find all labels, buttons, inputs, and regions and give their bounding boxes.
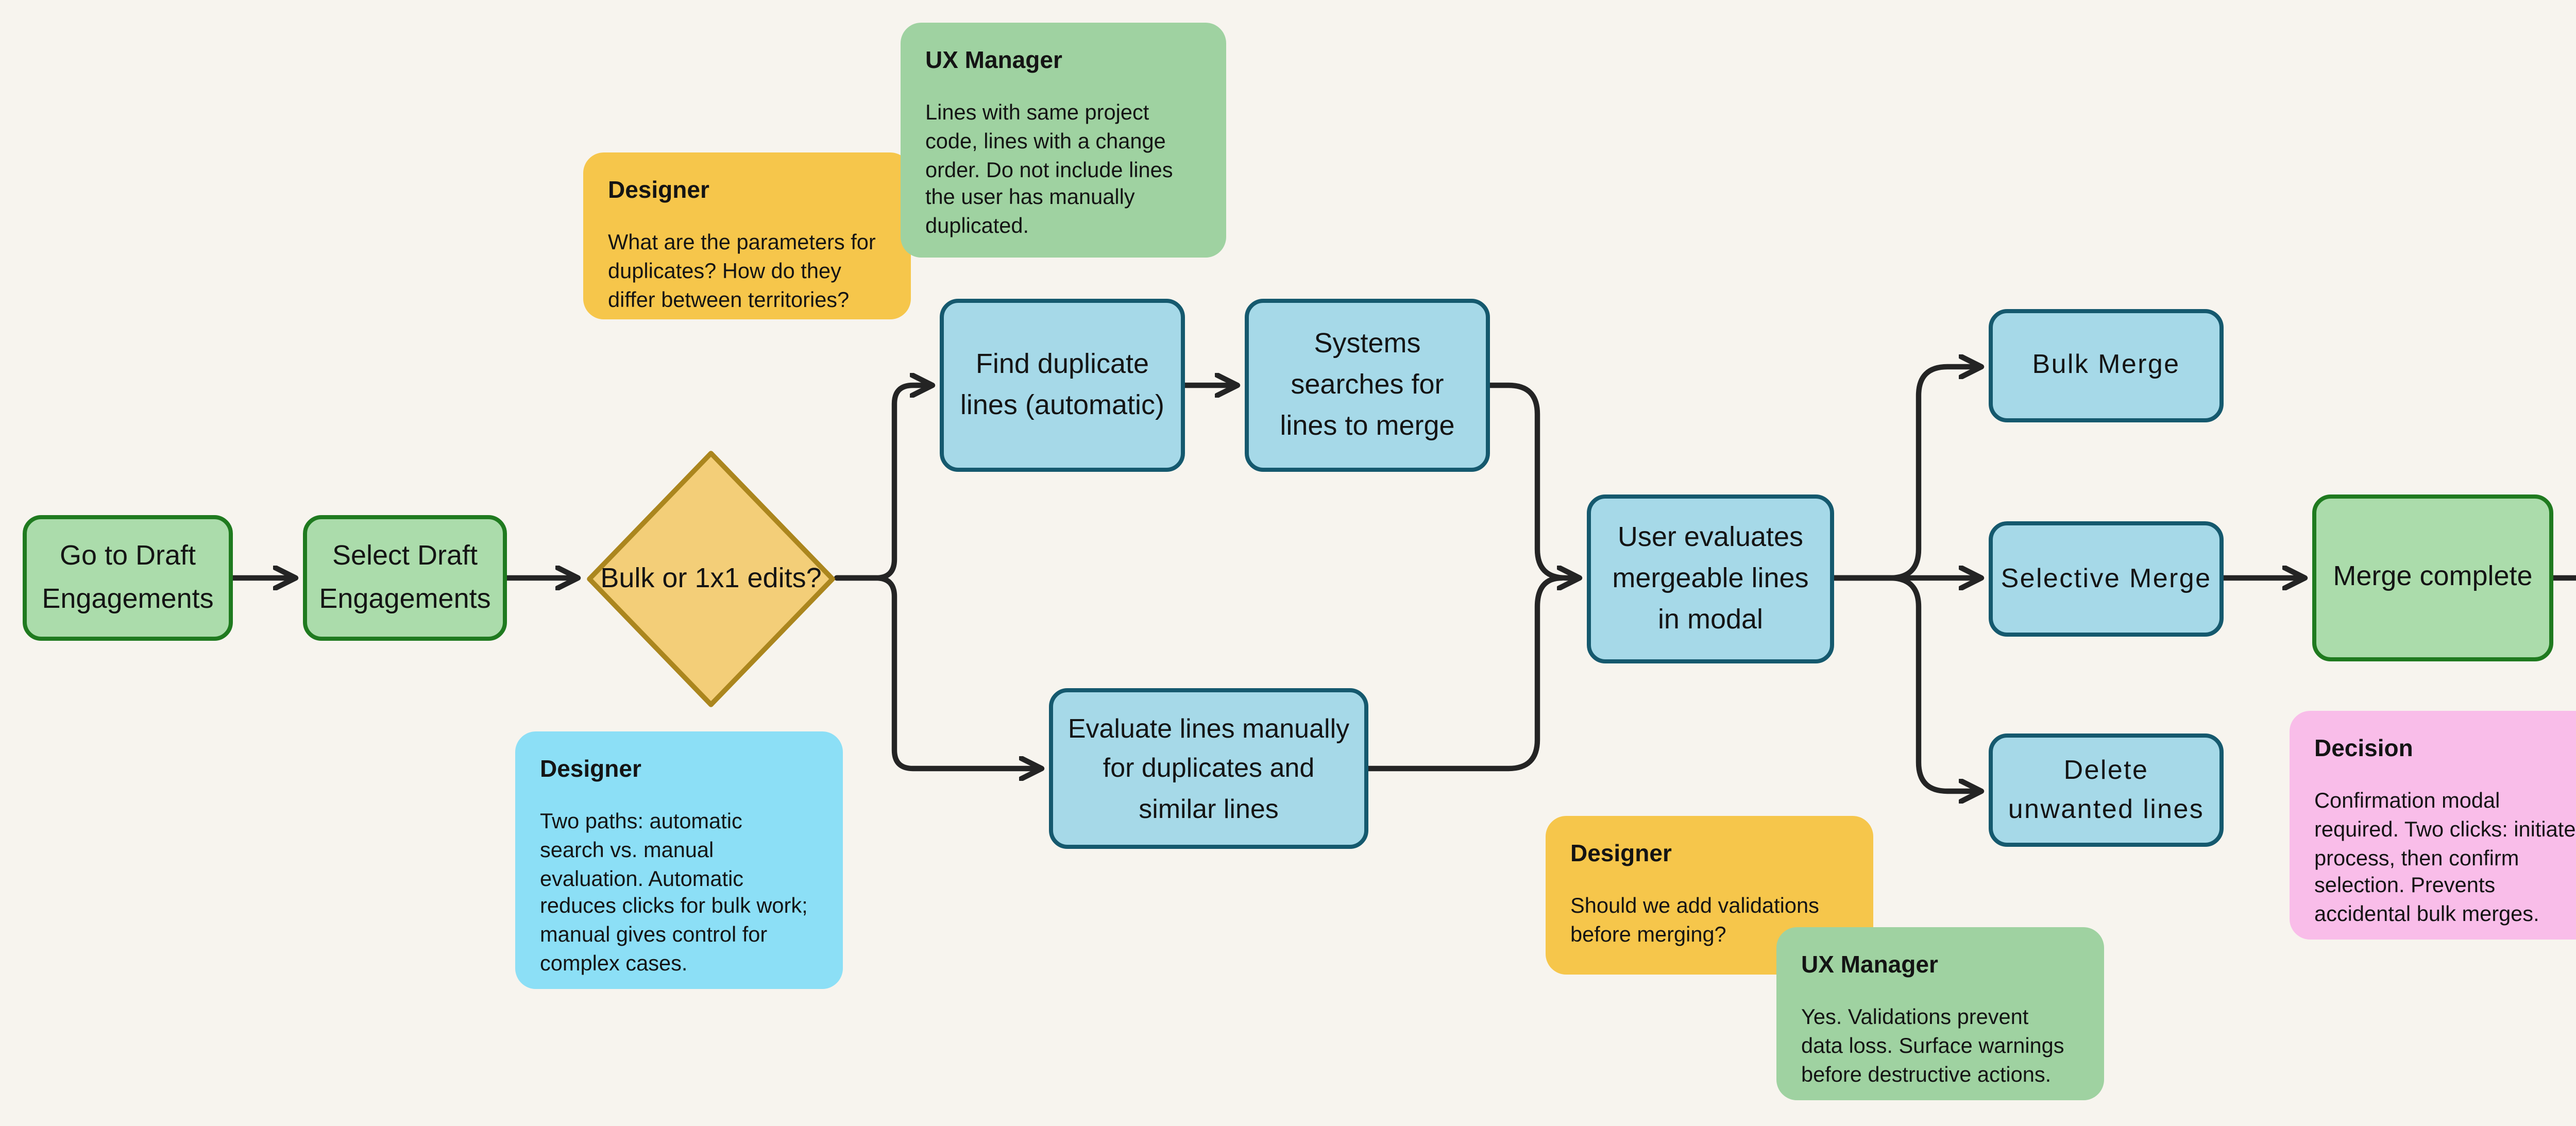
flow-node-delete-unwanted[interactable]: Delete unwanted lines xyxy=(1989,733,2224,847)
flow-node-user-evaluates[interactable]: User evaluates mergeable lines in modal xyxy=(1587,494,1834,663)
flow-node-find-duplicate[interactable]: Find duplicate lines (automatic) xyxy=(940,299,1185,472)
connector-decision-to-find-duplicate[interactable] xyxy=(834,385,931,581)
sticky-note-body: Should we add validations before merging… xyxy=(1570,896,1819,948)
sticky-note-body: Two paths: automatic search vs. manual e… xyxy=(540,811,808,977)
sticky-note-author: UX Manager xyxy=(1801,954,1938,979)
flow-node-label: Evaluate lines manually for duplicates a… xyxy=(1067,712,1350,824)
flow-node-label: Bulk Merge xyxy=(2032,348,2180,380)
flow-node-label: Bulk or 1x1 edits? xyxy=(600,562,822,593)
connector-decision-to-evaluate-manual[interactable] xyxy=(834,575,1041,769)
flow-node-label: Selective Merge xyxy=(2001,561,2212,593)
flow-node-label: Select Draft Engagements xyxy=(319,540,491,613)
flow-node-selective-merge[interactable]: Selective Merge xyxy=(1989,521,2224,637)
sticky-note-author: Designer xyxy=(608,179,709,204)
flow-node-label: User evaluates mergeable lines in modal xyxy=(1612,520,1809,635)
flow-node-label: Delete unwanted lines xyxy=(2008,753,2205,823)
flow-node-bulk-merge[interactable]: Bulk Merge xyxy=(1989,309,2224,422)
sticky-note-author: Designer xyxy=(1570,843,1672,867)
sticky-note-body: Confirmation modal required. Two clicks:… xyxy=(2314,791,2576,928)
sticky-note-body: Lines with same project code, lines with… xyxy=(925,103,1173,240)
sticky-note-author: Decision xyxy=(2314,738,2413,762)
connector-systems-search-to-user-evaluates[interactable] xyxy=(1487,382,1579,578)
sticky-note-author: Designer xyxy=(540,758,641,783)
flow-node-label: Find duplicate lines (automatic) xyxy=(960,348,1165,420)
flow-node-systems-search[interactable]: Systems searches for lines to merge xyxy=(1245,299,1490,472)
sticky-note-body: Yes. Validations prevent data loss. Surf… xyxy=(1801,1007,2064,1087)
decision-diamond-shape xyxy=(587,451,835,707)
sticky-note-body: What are the parameters for duplicates? … xyxy=(608,232,876,313)
flow-node-decision[interactable]: Bulk or 1x1 edits? xyxy=(585,449,837,709)
connector-user-evaluates-to-bulk-merge[interactable] xyxy=(1831,367,1980,581)
connector-user-evaluates-to-delete-unwanted[interactable] xyxy=(1831,575,1980,791)
flow-node-select-draft[interactable]: Select Draft Engagements xyxy=(303,515,507,641)
flow-node-label: Systems searches for lines to merge xyxy=(1280,327,1455,441)
flow-node-goto-draft[interactable]: Go to Draft Engagements xyxy=(23,515,233,641)
sticky-note-author: UX Manager xyxy=(925,49,1062,74)
flow-node-label: Go to Draft Engagements xyxy=(42,540,214,613)
flow-node-evaluate-manual[interactable]: Evaluate lines manually for duplicates a… xyxy=(1049,688,1368,849)
flow-node-label: Merge complete xyxy=(2333,561,2533,592)
connector-evaluate-manual-to-user-evaluates[interactable] xyxy=(1365,575,1565,772)
flow-node-merge-complete[interactable]: Merge complete xyxy=(2312,494,2553,661)
